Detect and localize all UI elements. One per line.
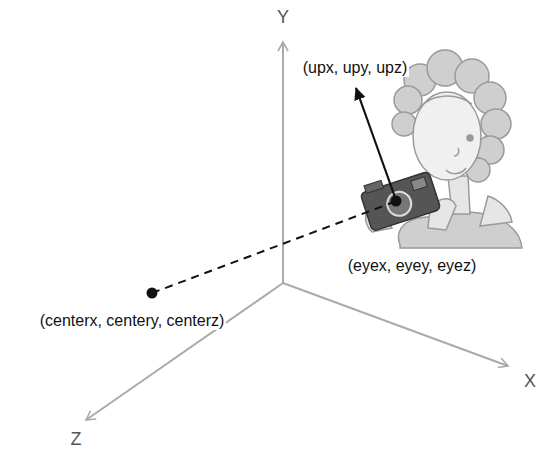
axis-label: X <box>522 372 538 392</box>
camera <box>358 165 441 231</box>
eye-point <box>391 196 402 207</box>
eye-point-label: (eyex, eyey, eyez) <box>346 257 479 275</box>
view-line <box>152 202 394 293</box>
up-vector-label: (upx, upy, upz) <box>301 59 410 77</box>
up-vector <box>356 88 396 200</box>
axis-label: Z <box>69 430 84 450</box>
center-point <box>147 288 158 299</box>
axis-label: Y <box>275 8 291 28</box>
center-point-label: (centerx, centery, centerz) <box>38 312 227 330</box>
